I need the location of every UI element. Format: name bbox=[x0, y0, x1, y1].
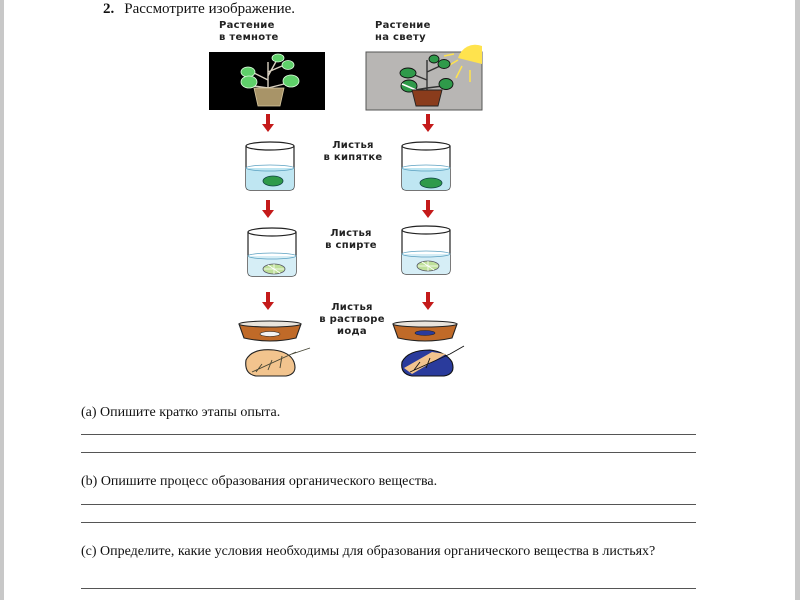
beaker-boiling-right bbox=[401, 141, 451, 191]
label-line: Листья bbox=[331, 302, 373, 313]
page-border-left bbox=[0, 0, 4, 600]
label-line: иода bbox=[337, 326, 367, 337]
step-label-boiling: Листья в кипятке bbox=[318, 140, 388, 164]
final-leaf-starch bbox=[401, 345, 465, 377]
step-label-iodine: Листья в растворе иода bbox=[310, 302, 394, 338]
arrow-down-icon bbox=[422, 292, 434, 310]
arrow-down-icon bbox=[422, 114, 434, 132]
label-line: Растение bbox=[375, 20, 431, 31]
leaf-foil-strip bbox=[401, 83, 417, 91]
label-line: в спирте bbox=[325, 240, 377, 251]
leaf bbox=[428, 54, 440, 64]
label-line: в растворе bbox=[319, 314, 385, 325]
label-light-plant: Растение на свету bbox=[375, 20, 431, 44]
answer-line-b-2[interactable] bbox=[81, 522, 696, 523]
arrow-down-icon bbox=[262, 200, 274, 218]
leaf bbox=[262, 175, 284, 187]
plant-in-dark bbox=[209, 52, 325, 110]
label-line: на свету bbox=[375, 32, 426, 43]
question-title: Рассмотрите изображение. bbox=[124, 1, 296, 17]
answer-line-a-1[interactable] bbox=[81, 434, 696, 435]
beaker-boiling-left bbox=[245, 141, 295, 191]
arrow-down-icon bbox=[422, 200, 434, 218]
label-line: Растение bbox=[219, 20, 275, 31]
arrows-left bbox=[262, 114, 274, 310]
answer-line-a-2[interactable] bbox=[81, 452, 696, 453]
label-dark-plant: Растение в темноте bbox=[219, 20, 279, 44]
label-line: в кипятке bbox=[323, 152, 383, 163]
label-line: в темноте bbox=[219, 32, 279, 43]
step-label-alcohol: Листья в спирте bbox=[316, 228, 386, 252]
arrow-down-icon bbox=[262, 292, 274, 310]
answer-line-b-1[interactable] bbox=[81, 504, 696, 505]
leaf bbox=[240, 75, 258, 89]
label-line: Листья bbox=[332, 140, 374, 151]
leaf bbox=[271, 53, 285, 63]
leaf bbox=[282, 74, 300, 88]
leaf bbox=[240, 66, 256, 78]
label-line: Листья bbox=[330, 228, 372, 239]
arrows-right bbox=[422, 114, 434, 310]
plant-in-light bbox=[365, 44, 483, 111]
pot bbox=[253, 87, 285, 107]
subquestion-a: (a) Опишите кратко этапы опыта. bbox=[81, 405, 281, 420]
question-heading: 2. Рассмотрите изображение. bbox=[103, 1, 295, 18]
beaker-alcohol-left bbox=[247, 227, 297, 277]
leaf bbox=[281, 60, 295, 70]
leaf bbox=[438, 78, 454, 90]
plant-stem bbox=[251, 57, 285, 98]
page-border-right bbox=[795, 0, 800, 600]
pot bbox=[411, 89, 443, 107]
answer-line-c-1[interactable] bbox=[81, 588, 696, 589]
dish-iodine-right bbox=[392, 320, 458, 342]
final-leaf-no-starch bbox=[245, 347, 311, 377]
dish-iodine-left bbox=[238, 320, 302, 342]
sun-icon bbox=[458, 44, 482, 64]
sun-rays bbox=[443, 53, 471, 82]
beaker-alcohol-right bbox=[401, 225, 451, 275]
arrow-down-icon bbox=[262, 114, 274, 132]
leaf bbox=[399, 67, 417, 79]
subquestion-b: (b) Опишите процесс образования органиче… bbox=[81, 474, 438, 489]
subquestion-c: (c) Определите, какие условия необходимы… bbox=[81, 544, 656, 559]
question-number: 2. bbox=[103, 1, 115, 17]
leaf bbox=[437, 59, 451, 69]
plant-stem bbox=[411, 60, 444, 98]
experiment-figure bbox=[209, 44, 483, 377]
leaf bbox=[419, 177, 443, 189]
